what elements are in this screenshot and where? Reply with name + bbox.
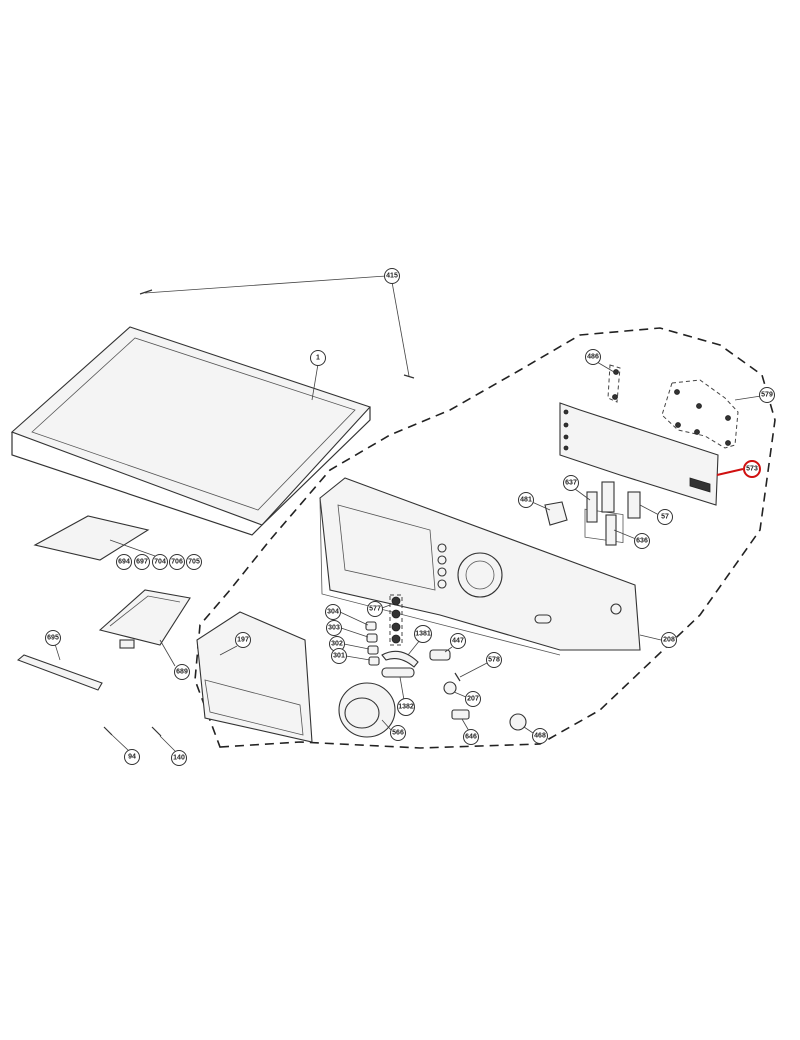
control-panel-208 <box>319 477 641 656</box>
svg-text:689: 689 <box>176 669 188 676</box>
pcb-board-573 <box>559 402 719 544</box>
svg-text:301: 301 <box>333 653 345 660</box>
knob-566 <box>338 682 396 738</box>
part-646 <box>451 709 470 720</box>
svg-text:1: 1 <box>316 355 320 362</box>
callout-695[interactable]: 695 <box>45 630 61 646</box>
callout-636[interactable]: 636 <box>634 533 650 549</box>
svg-text:303: 303 <box>328 625 340 632</box>
switch-57-a <box>601 481 615 513</box>
svg-text:578: 578 <box>488 657 500 664</box>
callout-1382[interactable]: 1382 <box>397 698 415 716</box>
svg-text:706: 706 <box>171 559 183 566</box>
callout-1[interactable]: 1 <box>310 350 326 366</box>
top-cover-part-1 <box>10 326 371 536</box>
callout-646[interactable]: 646 <box>463 729 479 745</box>
leader-lines <box>54 275 762 753</box>
switch-636 <box>605 514 617 546</box>
screw-94 <box>103 726 113 736</box>
svg-text:646: 646 <box>465 734 477 741</box>
buttons-301-304 <box>365 621 380 666</box>
callout-1381[interactable]: 1381 <box>414 625 432 643</box>
callout-207[interactable]: 207 <box>465 691 481 707</box>
svg-text:140: 140 <box>173 755 185 762</box>
svg-text:57: 57 <box>661 514 669 521</box>
detergent-drawer-part-689 <box>98 589 191 649</box>
svg-text:694: 694 <box>118 559 130 566</box>
callout-579[interactable]: 579 <box>759 387 775 403</box>
callout-447[interactable]: 447 <box>450 633 466 649</box>
svg-text:705: 705 <box>188 559 200 566</box>
callout-706[interactable]: 706 <box>169 554 185 570</box>
switch-637 <box>586 491 598 523</box>
spacer-group-579 <box>661 379 739 449</box>
handle-695 <box>16 654 103 691</box>
svg-text:697: 697 <box>136 559 148 566</box>
svg-text:486: 486 <box>587 354 599 361</box>
callout-468[interactable]: 468 <box>532 728 548 744</box>
spring-578 <box>454 672 461 682</box>
svg-text:577: 577 <box>369 606 381 613</box>
svg-text:302: 302 <box>331 641 343 648</box>
svg-text:704: 704 <box>154 559 166 566</box>
svg-text:197: 197 <box>237 637 249 644</box>
callout-481[interactable]: 481 <box>518 492 534 508</box>
callout-578[interactable]: 578 <box>486 652 502 668</box>
callout-637[interactable]: 637 <box>563 475 579 491</box>
svg-text:573: 573 <box>746 466 758 473</box>
light-guide-1381 <box>381 650 419 668</box>
callout-301[interactable]: 301 <box>331 648 347 664</box>
callout-689[interactable]: 689 <box>174 664 190 680</box>
callout-304[interactable]: 304 <box>325 604 341 620</box>
svg-text:1381: 1381 <box>415 631 431 638</box>
callout-566[interactable]: 566 <box>390 725 406 741</box>
clips-486 <box>607 364 621 403</box>
knob-468 <box>509 713 527 731</box>
svg-text:415: 415 <box>386 273 398 280</box>
svg-text:468: 468 <box>534 733 546 740</box>
svg-text:304: 304 <box>327 609 339 616</box>
svg-text:637: 637 <box>565 480 577 487</box>
svg-text:447: 447 <box>452 638 464 645</box>
callout-94[interactable]: 94 <box>124 749 140 765</box>
svg-text:579: 579 <box>761 392 773 399</box>
svg-text:94: 94 <box>128 754 136 761</box>
screw-140 <box>151 726 162 737</box>
assembly-group-boundary <box>194 327 776 749</box>
lenses-577 <box>389 594 403 646</box>
button-strip-1382 <box>381 667 415 678</box>
callout-140[interactable]: 140 <box>171 750 187 766</box>
screws-415 <box>139 289 415 379</box>
svg-text:207: 207 <box>467 696 479 703</box>
callout-57[interactable]: 57 <box>657 509 673 525</box>
callout-208[interactable]: 208 <box>661 632 677 648</box>
callout-694[interactable]: 694 <box>116 554 132 570</box>
svg-text:695: 695 <box>47 635 59 642</box>
callout-197[interactable]: 197 <box>235 632 251 648</box>
drawer-front-197 <box>196 611 313 743</box>
callout-486[interactable]: 486 <box>585 349 601 365</box>
button-447 <box>429 649 451 661</box>
switch-481 <box>544 501 568 526</box>
spacers-579 <box>674 389 731 446</box>
callout-704[interactable]: 704 <box>152 554 168 570</box>
switch-57-b <box>627 491 641 519</box>
callout-705[interactable]: 705 <box>186 554 202 570</box>
svg-text:208: 208 <box>663 637 675 644</box>
callout-697[interactable]: 697 <box>134 554 150 570</box>
svg-text:636: 636 <box>636 538 648 545</box>
svg-text:1382: 1382 <box>398 704 414 711</box>
svg-text:566: 566 <box>392 730 404 737</box>
callout-415[interactable]: 415 <box>384 268 400 284</box>
svg-text:481: 481 <box>520 497 532 504</box>
plate-694 <box>33 515 150 561</box>
callout-303[interactable]: 303 <box>326 620 342 636</box>
callout-577[interactable]: 577 <box>367 601 383 617</box>
callout-573-highlighted[interactable]: 573 <box>743 460 761 478</box>
knob-cap-207 <box>443 681 457 695</box>
